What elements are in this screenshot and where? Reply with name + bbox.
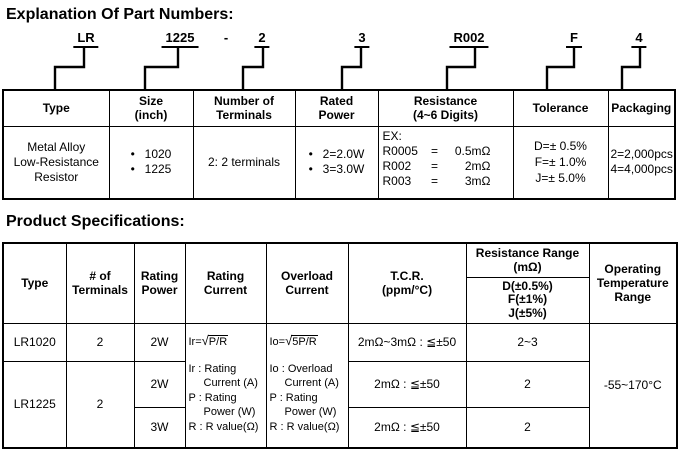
pn-segment-dash: - bbox=[223, 30, 229, 45]
rating-current-formula: Ir=√P/R bbox=[188, 332, 229, 348]
bullet-icon: • bbox=[130, 147, 135, 162]
radical-sign: √ bbox=[285, 332, 292, 348]
pn-segment-tolerance: F bbox=[566, 29, 582, 48]
spec-cell-rating-current: Ir=√P/R Ir : Rating Current (A) P : Rati… bbox=[184, 322, 267, 449]
overload-current-formula: Io=√5P/R bbox=[269, 332, 318, 348]
connector-line bbox=[620, 48, 642, 89]
spec-cell-terminals: 2 bbox=[65, 360, 135, 449]
spec-cell-terminals: 2 bbox=[65, 322, 135, 362]
spec-cell-overload-current: Io=√5P/R Io : Overload Current (A) P : R… bbox=[265, 322, 349, 449]
part-header-size: Size(inch) bbox=[108, 89, 194, 127]
spec-cell-power: 2W bbox=[133, 360, 186, 408]
spec-header-type: Type bbox=[2, 242, 67, 324]
connector-line bbox=[445, 48, 477, 89]
part-cell-packaging: 2=2,000pcs 4=4,000pcs bbox=[607, 125, 676, 200]
connector-line bbox=[143, 48, 180, 89]
resistance-range-title: Resistance Range (mΩ) bbox=[467, 244, 588, 278]
part-cell-power: •2=2.0W •3=3.0W bbox=[294, 125, 379, 200]
bullet-icon: • bbox=[308, 147, 313, 162]
spec-cell-tcr: 2mΩ : ≦±50 bbox=[347, 360, 467, 408]
pn-segment-packaging: 4 bbox=[631, 29, 647, 48]
spec-header-resistance-range: Resistance Range (mΩ) D(±0.5%) F(±1%) J(… bbox=[465, 242, 590, 324]
spec-cell-range: 2 bbox=[465, 360, 590, 408]
bullet-icon: • bbox=[130, 162, 135, 177]
part-header-tolerance: Tolerance bbox=[512, 89, 609, 127]
part-cell-size: •1020 •1225 bbox=[108, 125, 194, 200]
spec-cell-type-lr1225: LR1225 bbox=[2, 360, 67, 449]
radical-sign: √ bbox=[201, 332, 209, 348]
spec-cell-power: 3W bbox=[133, 406, 186, 449]
resistance-range-tolerances: D(±0.5%) F(±1%) J(±5%) bbox=[502, 278, 553, 320]
connector-line bbox=[340, 48, 363, 89]
part-cell-type: Metal Alloy Low-Resistance Resistor bbox=[2, 125, 110, 200]
part-numbers-title: Explanation Of Part Numbers: bbox=[6, 6, 234, 23]
spec-cell-op-temp: -55~170°C bbox=[588, 322, 678, 449]
part-cell-tolerance: D=± 0.5% F=± 1.0% J=± 5.0% bbox=[512, 125, 609, 200]
spec-cell-type-lr1020: LR1020 bbox=[2, 322, 67, 362]
pn-segment-type: LR bbox=[73, 29, 99, 48]
pn-segment-size: 1225 bbox=[161, 29, 199, 48]
connector-line bbox=[53, 48, 86, 89]
part-header-type: Type bbox=[2, 89, 110, 127]
connector-line bbox=[545, 48, 576, 89]
spec-cell-range: 2 bbox=[465, 406, 590, 449]
spec-cell-power: 2W bbox=[133, 322, 186, 362]
part-header-packaging: Packaging bbox=[607, 89, 676, 127]
pn-connector-lines bbox=[53, 48, 642, 89]
bullet-icon: • bbox=[308, 162, 313, 177]
pn-segment-terminals: 2 bbox=[254, 29, 270, 48]
part-cell-resistance: EX: R0005=0.5mΩ R002=2mΩ R003=3mΩ bbox=[377, 125, 514, 200]
spec-cell-range: 2~3 bbox=[465, 322, 590, 362]
spec-cell-tcr: 2mΩ~3mΩ : ≦±50 bbox=[347, 322, 467, 362]
resistance-example-list: R0005=0.5mΩ R002=2mΩ R003=3mΩ bbox=[382, 143, 491, 189]
spec-cell-tcr: 2mΩ : ≦±50 bbox=[347, 406, 467, 449]
pn-segment-power: 3 bbox=[354, 29, 370, 48]
product-specs-title: Product Specifications: bbox=[6, 213, 185, 230]
spec-header-op-temp: Operating Temperature Range bbox=[588, 242, 678, 324]
part-header-resistance: Resistance(4~6 Digits) bbox=[377, 89, 514, 127]
pn-segment-resistance: R002 bbox=[449, 29, 489, 48]
spec-header-tcr: T.C.R.(ppm/°C) bbox=[347, 242, 467, 324]
resistance-example-label: EX: bbox=[382, 128, 402, 143]
connector-line bbox=[241, 48, 265, 89]
rating-current-legend: Ir : Rating Current (A) P : Rating Power… bbox=[188, 362, 259, 433]
part-cell-terminals: 2: 2 terminals bbox=[192, 125, 296, 200]
overload-current-legend: Io : Overload Current (A) P : Rating Pow… bbox=[269, 362, 340, 433]
